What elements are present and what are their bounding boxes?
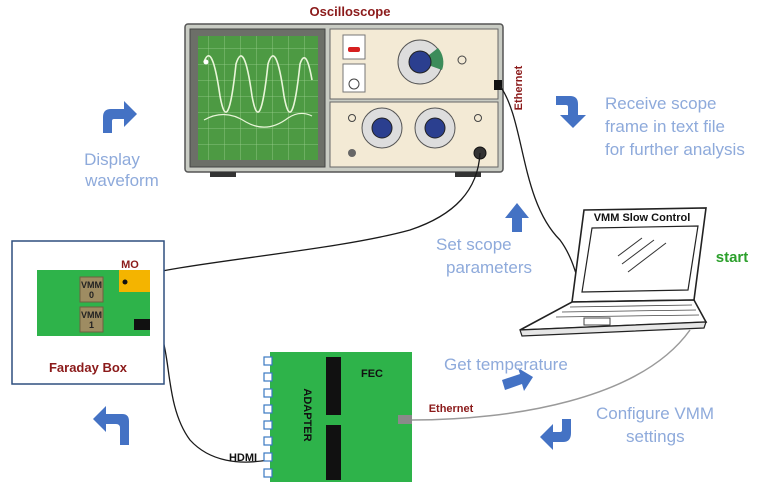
scope-ethernet-port[interactable] (494, 80, 502, 90)
waveform-trace-2 (203, 112, 313, 128)
configure-label-line1: Configure VMM (596, 404, 714, 423)
mo-label: MO (121, 259, 139, 271)
ch1-input-connector[interactable] (348, 149, 356, 157)
vmm-chip-0 (79, 276, 104, 303)
faraday-box-title: Faraday Box (49, 360, 128, 375)
scope-foot-right (455, 172, 481, 177)
oscilloscope: Oscilloscope Ethernet (184, 4, 525, 177)
ch2-position-knob[interactable] (474, 114, 482, 122)
temperature-label: Get temperature (444, 355, 568, 374)
laptop-keyboard (555, 304, 700, 318)
vmm-chip-1 (79, 306, 104, 333)
flow-labels: Display waveform Receive scope frame in … (84, 94, 745, 446)
temperature-arrow-icon (502, 368, 533, 391)
mo-connector (122, 279, 128, 285)
flow-arrows (93, 96, 586, 450)
adapter-pins (263, 356, 273, 478)
mo-output-area (119, 270, 150, 292)
receive-arrow-icon (556, 96, 586, 128)
laptop: VMM Slow Control start (519, 207, 749, 337)
laptop-touchpad (583, 317, 611, 326)
fec-ethernet-cable (411, 329, 691, 421)
faraday-arrow-icon (93, 406, 129, 445)
fec-ethernet-port (398, 415, 412, 424)
vmm-chip-0-number: 0 (89, 290, 94, 300)
ch1-position-knob[interactable] (348, 114, 356, 122)
hdmi-label: HDMI (229, 452, 257, 464)
oscilloscope-title: Oscilloscope (310, 4, 391, 19)
position-knob[interactable] (457, 55, 467, 65)
control-panel-bottom (329, 101, 499, 168)
fec-label: FEC (361, 368, 383, 380)
laptop-base-edge (519, 321, 707, 337)
ch1-volts-knob[interactable] (371, 117, 393, 139)
vmm-chip-1-label: VMM (81, 310, 102, 320)
timebase-dial-sector (420, 48, 444, 70)
set-params-arrow-icon (505, 203, 529, 232)
power-led (348, 47, 360, 52)
receive-label-line1: Receive scope (605, 94, 717, 113)
receive-label-line2: frame in text file (605, 117, 725, 136)
waveform-trace (203, 55, 313, 113)
faraday-box: MO VMM 0 VMM 1 Faraday Box (11, 240, 165, 385)
display-arrow-icon (103, 101, 137, 133)
connector-bottom (326, 425, 341, 480)
scope-foot-left (210, 172, 236, 177)
ch2-volts-knob[interactable] (424, 117, 446, 139)
hdmi-port (134, 319, 150, 330)
configure-arrow-icon (540, 419, 571, 450)
screen-glare (617, 237, 667, 273)
laptop-screen-label: VMM Slow Control (594, 212, 691, 224)
hdmi-cable (149, 324, 269, 463)
vmm-chip-1-number: 1 (89, 320, 94, 330)
set-params-label-line1: Set scope (436, 235, 512, 254)
intensity-control[interactable] (342, 63, 366, 93)
vmm-chip-0-label: VMM (81, 280, 102, 290)
adapter-label: ADAPTER (301, 388, 313, 441)
scope-ethernet-label: Ethernet (513, 65, 525, 110)
intensity-knob[interactable] (348, 78, 360, 90)
set-params-label-line2: parameters (446, 258, 532, 277)
receive-label-line3: for further analysis (605, 140, 745, 159)
start-label: start (716, 249, 749, 266)
display-label-line1: Display (84, 150, 140, 169)
display-label-line2: waveform (84, 171, 159, 190)
configure-label-line2: settings (626, 427, 685, 446)
adapter-fec-board: ADAPTER FEC Ethernet HDMI (229, 352, 474, 482)
timebase-knob[interactable] (408, 50, 432, 74)
connector-top (326, 357, 341, 415)
trace-marker (203, 59, 209, 65)
fec-ethernet-label: Ethernet (429, 403, 474, 415)
screen-grid (198, 36, 318, 160)
laptop-screen (581, 225, 699, 293)
probe-cable-mo (123, 152, 481, 281)
